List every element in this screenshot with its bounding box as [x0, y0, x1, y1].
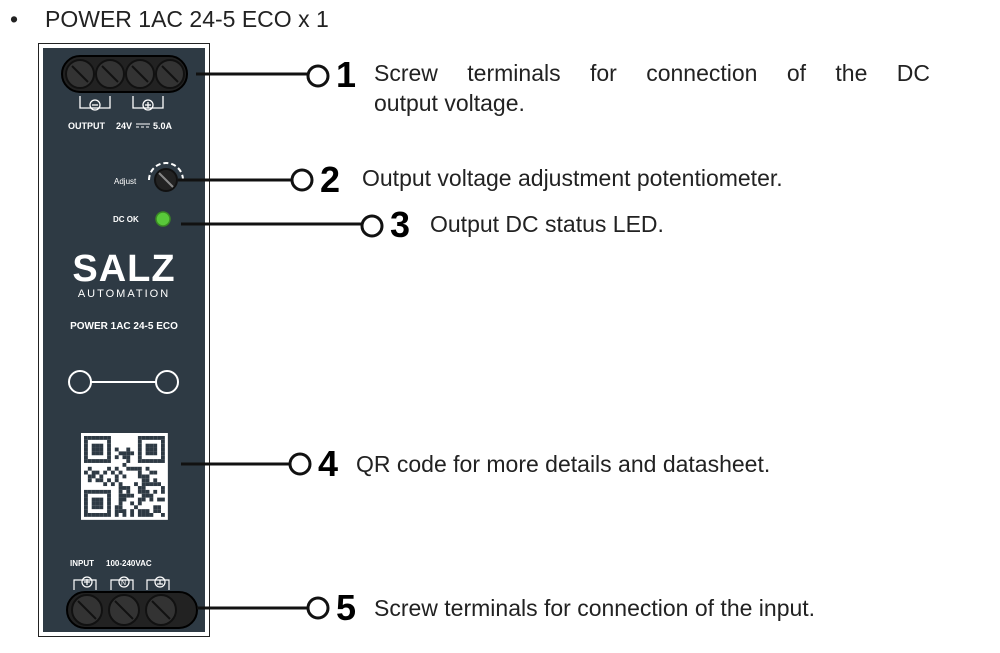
callout-text-4: QR code for more details and datasheet.: [356, 451, 771, 477]
dc-ok-label: DC OK: [113, 215, 139, 224]
qr-code: [81, 433, 168, 520]
callout-text-2: Output voltage adjustment potentiometer.: [362, 165, 783, 191]
callout-text-5: Screw terminals for connection of the in…: [374, 595, 816, 621]
callout-number-4: 4: [318, 443, 338, 484]
output-rating: 24V: [116, 121, 132, 131]
leader-1: [196, 64, 330, 88]
status-led: [155, 211, 171, 227]
callout-number-3: 3: [390, 204, 410, 245]
model-label: POWER 1AC 24-5 ECO: [70, 321, 178, 332]
callout-text-3: Output DC status LED.: [430, 211, 664, 237]
brand-sub: AUTOMATION: [78, 288, 170, 300]
potentiometer-icon: [148, 162, 184, 192]
power-supply-device: [38, 43, 210, 637]
brand-logo: SALZ: [72, 248, 175, 290]
din-clip-icon: [68, 370, 179, 394]
input-label: INPUT: [70, 559, 94, 568]
input-rating: 100-240VAC: [106, 559, 152, 568]
device-face: [43, 48, 205, 632]
page-title: POWER 1AC 24-5 ECO x 1: [45, 6, 329, 32]
callout-number-5: 5: [336, 587, 356, 628]
output-label: OUTPUT: [68, 121, 106, 131]
output-terminal-block: [61, 55, 188, 93]
callout-text-1-line2: output voltage.: [374, 90, 525, 116]
input-terminal-icons: N: [73, 576, 170, 590]
leader-4: [181, 452, 312, 476]
leader-5: [197, 596, 330, 620]
leader-2: [178, 168, 314, 192]
callout-number-1: 1: [336, 54, 356, 95]
leader-3: [181, 214, 384, 238]
callout-number-2: 2: [320, 159, 340, 200]
bullet: •: [10, 6, 19, 32]
output-polarity-icons: [79, 96, 164, 111]
output-current: 5.0A: [153, 121, 173, 131]
dc-symbol-icon: [136, 123, 150, 128]
input-terminal-block: [66, 591, 198, 629]
callout-text-1-line1: Screw terminals for connection of the DC: [374, 60, 930, 86]
svg-text:N: N: [121, 580, 126, 587]
adjust-label: Adjust: [114, 177, 137, 186]
